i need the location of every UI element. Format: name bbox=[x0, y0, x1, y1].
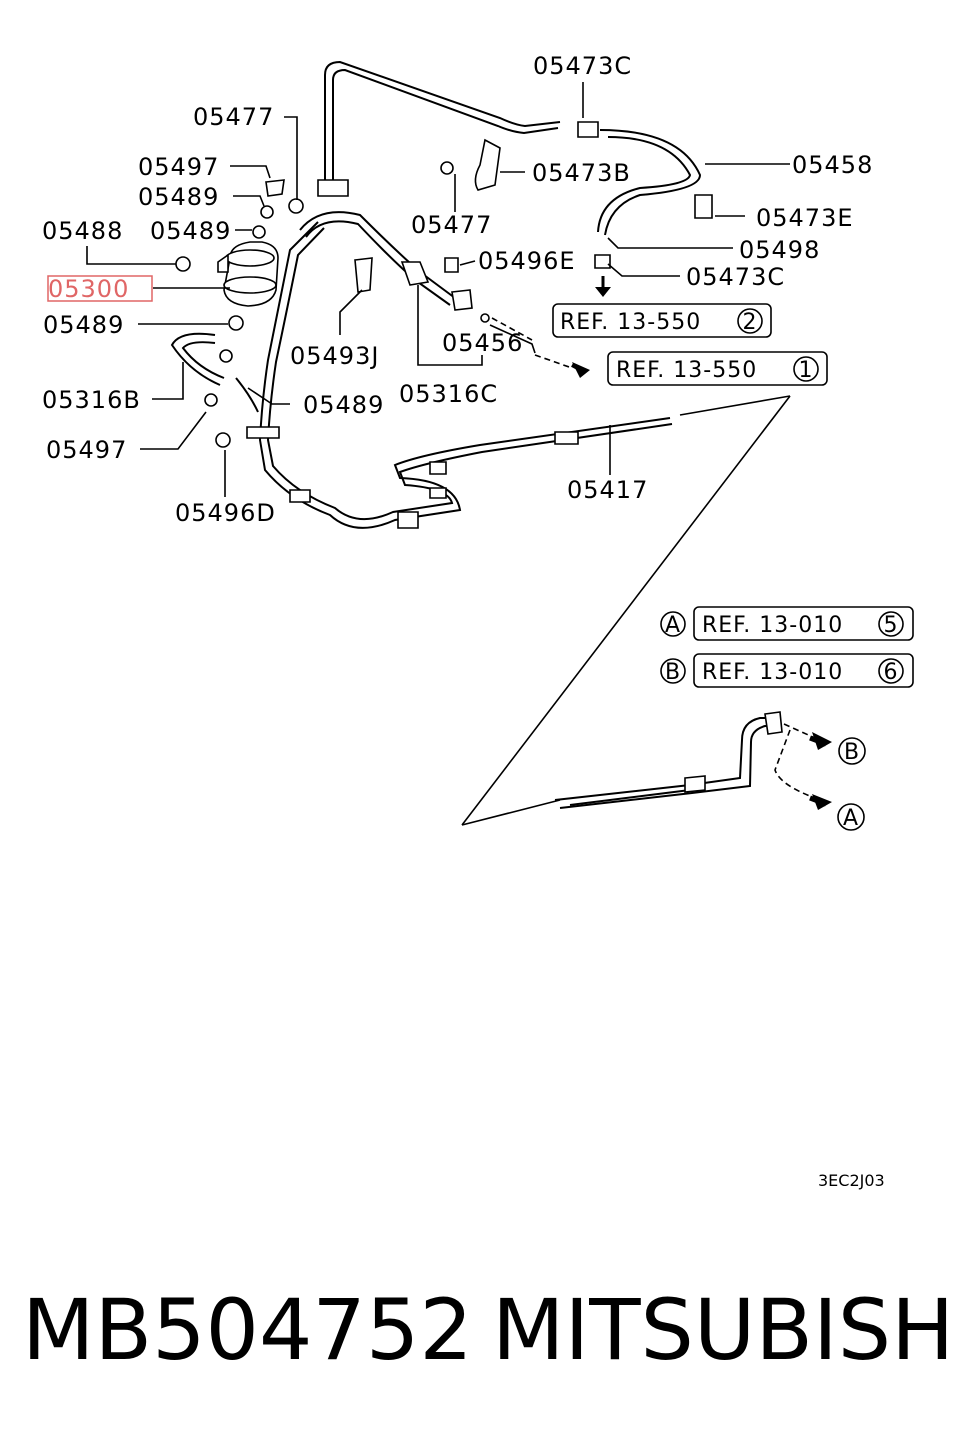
ref-letter: B bbox=[665, 660, 681, 685]
parts-diagram: 05473C 05477 05497 05489 05488 05489 053… bbox=[42, 52, 914, 1190]
ref-number: 1 bbox=[799, 358, 814, 383]
ref-text: REF. 13-550 bbox=[616, 358, 757, 383]
label-05477-a[interactable]: 05477 bbox=[193, 103, 274, 131]
label-05489-d[interactable]: 05489 bbox=[303, 391, 384, 419]
footer: MB504752 MITSUBISHI bbox=[0, 1280, 960, 1400]
ref-number: 6 bbox=[884, 660, 899, 685]
ref-13-010-6[interactable]: B REF. 13-010 6 bbox=[660, 653, 914, 688]
label-05488[interactable]: 05488 bbox=[42, 217, 123, 245]
drawing-code: 3EC2J03 bbox=[818, 1171, 885, 1190]
part-labels: 05473C 05477 05497 05489 05488 05489 053… bbox=[42, 52, 873, 527]
label-05489-b[interactable]: 05489 bbox=[150, 217, 231, 245]
label-05473E[interactable]: 05473E bbox=[756, 204, 854, 232]
label-05458[interactable]: 05458 bbox=[792, 151, 873, 179]
brand-name: MITSUBISHI bbox=[492, 1281, 960, 1379]
label-05497-b[interactable]: 05497 bbox=[46, 436, 127, 464]
label-05316B[interactable]: 05316B bbox=[42, 386, 141, 414]
parts bbox=[175, 121, 713, 529]
label-05456[interactable]: 05456 bbox=[442, 329, 523, 357]
ref-text: REF. 13-010 bbox=[702, 660, 843, 685]
label-05496D[interactable]: 05496D bbox=[175, 499, 276, 527]
label-05496E[interactable]: 05496E bbox=[478, 247, 576, 275]
ref-13-010-5[interactable]: A REF. 13-010 5 bbox=[660, 606, 914, 641]
label-05473B[interactable]: 05473B bbox=[532, 159, 631, 187]
highlight-box bbox=[47, 275, 153, 302]
ref-13-550-2[interactable]: REF. 13-550 2 bbox=[552, 303, 772, 338]
arrow-target-A[interactable]: A bbox=[837, 803, 865, 831]
pipe-lines bbox=[170, 60, 702, 529]
ref-text: REF. 13-550 bbox=[560, 310, 701, 335]
label-05497-a[interactable]: 05497 bbox=[138, 153, 219, 181]
label-05477-b[interactable]: 05477 bbox=[411, 211, 492, 239]
reservoir-tank bbox=[217, 241, 279, 307]
part-number: MB504752 bbox=[22, 1281, 473, 1379]
label-05489-c[interactable]: 05489 bbox=[43, 311, 124, 339]
direction-arrows bbox=[571, 276, 611, 378]
label-05300-highlighted[interactable]: 05300 bbox=[48, 275, 129, 303]
detail-pipes bbox=[554, 711, 832, 810]
label-05498[interactable]: 05498 bbox=[739, 236, 820, 264]
arrow-target-B[interactable]: B bbox=[838, 737, 866, 765]
leader-lines bbox=[86, 82, 791, 826]
label-05489-a[interactable]: 05489 bbox=[138, 183, 219, 211]
ref-number: 2 bbox=[743, 310, 758, 335]
arrow-letter: A bbox=[843, 806, 859, 831]
ref-13-550-1[interactable]: REF. 13-550 1 bbox=[607, 351, 828, 386]
arrow-letter: B bbox=[844, 740, 860, 765]
ref-text: REF. 13-010 bbox=[702, 613, 843, 638]
label-05473C-b[interactable]: 05473C bbox=[686, 263, 785, 291]
label-05473C-top[interactable]: 05473C bbox=[533, 52, 632, 80]
label-05417[interactable]: 05417 bbox=[567, 476, 648, 504]
label-05493J[interactable]: 05493J bbox=[290, 342, 379, 370]
ref-letter: A bbox=[665, 613, 681, 638]
label-05316C[interactable]: 05316C bbox=[399, 380, 498, 408]
ref-number: 5 bbox=[884, 613, 899, 638]
